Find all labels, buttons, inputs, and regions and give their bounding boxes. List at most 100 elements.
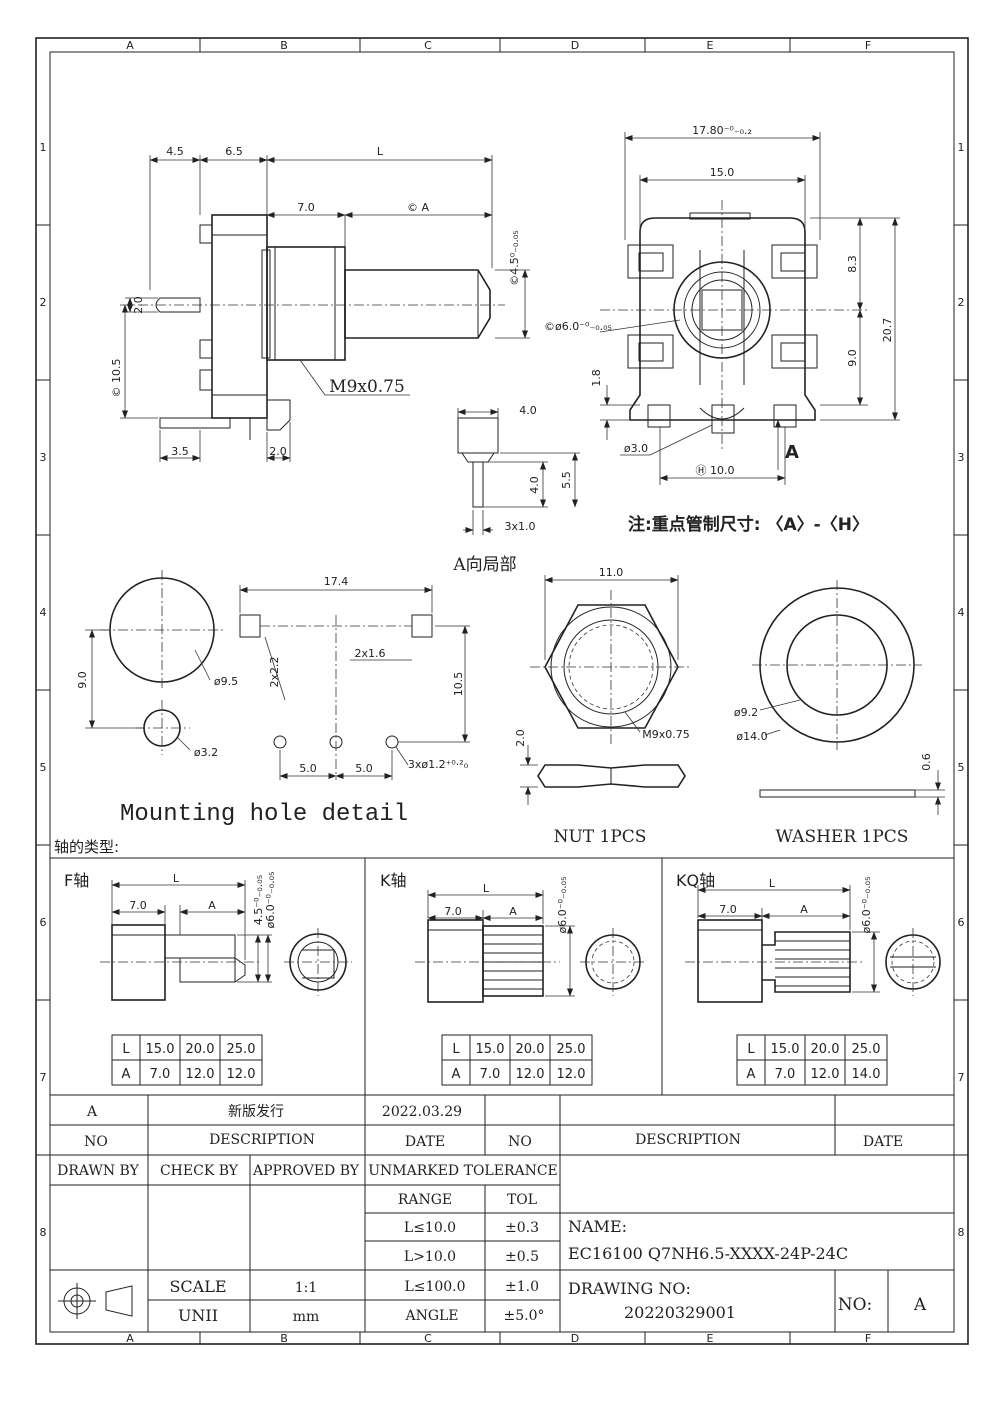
dim-0-6: 0.6 <box>920 753 933 771</box>
dim-5-0-a: 5.0 <box>299 762 317 775</box>
tol-2: ±0.5 <box>505 1249 539 1265</box>
mounting-hole-title: Mounting hole detail <box>120 801 408 828</box>
dim-10-0: Ⓗ 10.0 <box>696 464 735 477</box>
shaft-table: L 15.0 20.0 25.0 A 7.0 12.0 12.0 <box>441 1034 593 1086</box>
panel-name: KQ轴 <box>676 871 715 890</box>
table-cell: L <box>747 1042 755 1057</box>
dim-3-5: 3.5 <box>171 445 189 458</box>
dim-9-5: ø9.5 <box>214 675 238 688</box>
header-date: DATE <box>405 1134 445 1150</box>
dim-dia-2: ø6.0⁻⁰₋₀.₀₅ <box>264 872 277 929</box>
scale-value: 1:1 <box>295 1280 318 1296</box>
drawn-by: DRAWN BY <box>57 1163 139 1179</box>
dim-7-0: 7.0 <box>719 903 737 916</box>
header-no: NO <box>84 1134 108 1150</box>
header-description: DESCRIPTION <box>209 1132 315 1148</box>
dim-dia-2: ø6.0⁻⁰₋₀.₀₅ <box>860 877 873 934</box>
approved-by: APPROVED BY <box>252 1163 360 1179</box>
unit-value: mm <box>293 1309 320 1325</box>
dim-5-5: 5.5 <box>560 471 573 489</box>
tol-3: ±1.0 <box>505 1279 539 1295</box>
table-cell: 20.0 <box>516 1042 545 1057</box>
dim-9-2: ø9.2 <box>734 706 758 719</box>
tolerance-heading: UNMARKED TOLERANCE <box>368 1163 558 1179</box>
table-cell: L <box>122 1042 130 1057</box>
dim-l: L <box>769 877 776 890</box>
row-label: 4 <box>958 606 965 619</box>
table-cell: 25.0 <box>227 1042 256 1057</box>
nut-thread: M9x0.75 <box>642 728 690 741</box>
k-shaft-panel: K轴 <box>380 871 646 1086</box>
row-label: 7 <box>40 1071 47 1084</box>
row-label: 2 <box>40 296 47 309</box>
row-label: 8 <box>40 1226 47 1239</box>
table-cell: A <box>747 1067 756 1082</box>
terminal-detail: 4.0 4.0 5.5 3x1.0 A向局部 <box>452 404 580 575</box>
col-label: C <box>424 39 432 52</box>
col-label: D <box>571 1332 579 1345</box>
dim-4-0-v: 4.0 <box>528 476 541 494</box>
view-arrow-label: A <box>785 442 799 463</box>
col-label: B <box>280 1332 288 1345</box>
no-value: A <box>913 1295 927 1315</box>
dim-l: L <box>173 872 180 885</box>
range-2: L>10.0 <box>404 1249 456 1265</box>
col-label: D <box>571 39 579 52</box>
dim-14-0: ø14.0 <box>736 730 767 743</box>
mounting-hole-detail: 17.4 9.0 ø9.5 ø3.2 2x2.2 2x1.6 10.5 5.0 … <box>76 570 470 828</box>
table-cell: 25.0 <box>852 1042 881 1057</box>
table-cell: A <box>122 1067 131 1082</box>
table-cell: L <box>452 1042 460 1057</box>
shaft-types-heading: 轴的类型: <box>54 838 119 856</box>
table-cell: 12.0 <box>186 1067 215 1082</box>
row-label: 4 <box>40 606 47 619</box>
table-cell: 14.0 <box>852 1067 881 1082</box>
dim-a: A <box>509 905 517 918</box>
dim-9-0: 9.0 <box>846 349 859 367</box>
tol-1: ±0.3 <box>505 1220 539 1236</box>
dim-l: L <box>377 145 384 158</box>
row-label: 6 <box>40 916 47 929</box>
drawing-border: A B C D E F A B C D E F 1 2 3 4 5 6 7 8 … <box>35 37 969 1345</box>
rev-no: A <box>86 1104 98 1120</box>
title-block: A 新版发行 2022.03.29 NO DESCRIPTION DATE NO… <box>50 1095 954 1332</box>
dim-2-0: 2.0 <box>132 296 145 314</box>
row-label: 1 <box>40 141 47 154</box>
row-label: 6 <box>958 916 965 929</box>
nut-title: NUT 1PCS <box>554 827 647 847</box>
table-cell: 20.0 <box>186 1042 215 1057</box>
shaft-types-section: 轴的类型: F轴 <box>50 838 954 1096</box>
table-cell: 7.0 <box>775 1067 796 1082</box>
header-no-2: NO <box>508 1134 532 1150</box>
table-cell: 20.0 <box>811 1042 840 1057</box>
shaft-table: L 15.0 20.0 25.0 A 7.0 12.0 12.0 <box>111 1034 263 1086</box>
range-3: L≤100.0 <box>404 1279 465 1295</box>
dim-3-0: ø3.0 <box>624 442 648 455</box>
dim-3-2: ø3.2 <box>194 746 218 759</box>
dim-2x1-6: 2x1.6 <box>354 647 385 660</box>
col-label: A <box>126 1332 134 1345</box>
kq-shaft-panel: KQ轴 <box>676 871 941 1086</box>
dim-17-80: 17.80⁻⁰₋₀.₂ <box>692 124 752 137</box>
dim-7-0: 7.0 <box>444 905 462 918</box>
dim-6-5: 6.5 <box>225 145 243 158</box>
row-label: 2 <box>958 296 965 309</box>
control-dimension-note: 注:重点管制尺寸: 〈A〉-〈H〉 <box>628 514 869 535</box>
row-label: 7 <box>958 1071 965 1084</box>
front-view: 17.80⁻⁰₋₀.₂ 15.0 8.3 20.7 9.0 ©ø6.0⁻⁰₋₀.… <box>544 124 900 535</box>
range-heading: RANGE <box>398 1192 452 1208</box>
dim-5-0-b: 5.0 <box>355 762 373 775</box>
dim-4-50: ©4.5⁰₋₀.₀₅ <box>508 230 521 285</box>
table-cell: 12.0 <box>516 1067 545 1082</box>
dim-4-5: 4.5 <box>166 145 184 158</box>
dim-2x2-2: 2x2.2 <box>268 656 281 687</box>
row-label: 8 <box>958 1226 965 1239</box>
dim-7-0: 7.0 <box>297 201 315 214</box>
dim-l: L <box>483 882 490 895</box>
rev-date: 2022.03.29 <box>382 1104 462 1120</box>
dim-11-0: 11.0 <box>599 566 624 579</box>
dim-3x1-0: 3x1.0 <box>504 520 535 533</box>
check-by: CHECK BY <box>160 1163 239 1179</box>
row-label: 3 <box>40 451 47 464</box>
rev-description: 新版发行 <box>228 1104 284 1120</box>
